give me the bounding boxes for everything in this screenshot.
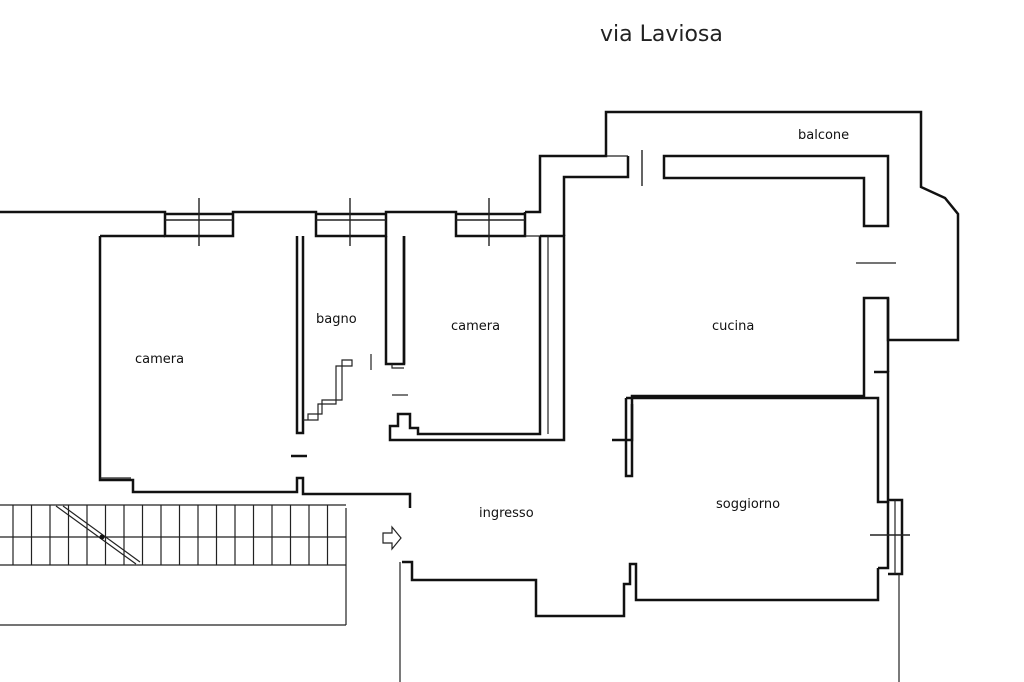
label-bagno: bagno <box>316 312 357 327</box>
label-ingresso: ingresso <box>479 506 534 521</box>
label-balcone: balcone <box>798 128 849 143</box>
label-camera-mid: camera <box>451 319 500 334</box>
street-label: via Laviosa <box>600 22 723 47</box>
lower-outline <box>0 508 900 682</box>
north-windows <box>165 198 525 246</box>
entrance-arrow-icon <box>382 525 402 551</box>
staircase <box>0 504 346 566</box>
label-cucina: cucina <box>712 319 754 334</box>
soggiorno-window <box>870 498 910 576</box>
room-cucina <box>525 110 960 442</box>
room-camera-left <box>98 236 412 508</box>
north-wall <box>0 210 527 238</box>
room-camera-mid <box>388 234 566 442</box>
label-camera-left: camera <box>135 352 184 367</box>
label-soggiorno: soggiorno <box>716 497 780 512</box>
room-soggiorno <box>402 298 890 618</box>
room-bagno <box>291 236 406 458</box>
